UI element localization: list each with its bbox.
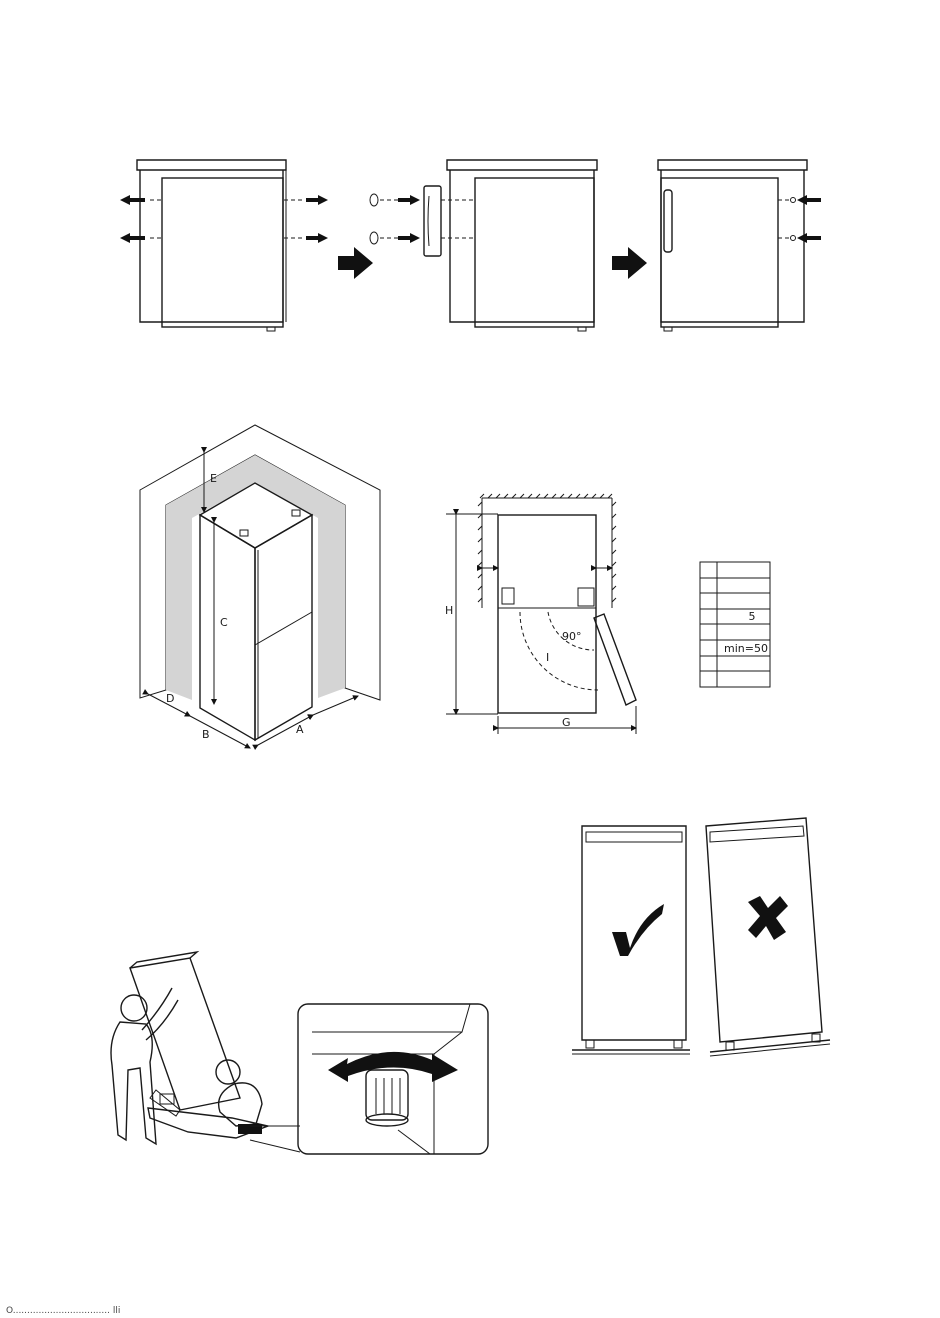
door-handle	[664, 190, 672, 252]
arrow-out-icon	[120, 195, 145, 205]
door-handle	[424, 186, 441, 256]
dim-label-a: A	[296, 723, 304, 736]
arrow-in-icon	[797, 195, 821, 205]
dim-label-d: D	[166, 692, 174, 705]
level-correct	[572, 826, 690, 1054]
dim-label-g: G	[562, 716, 571, 729]
check-icon	[612, 904, 664, 956]
dim-label-e: E	[210, 472, 217, 485]
arrow-in-icon	[306, 195, 328, 205]
arrow-in-icon	[797, 233, 821, 243]
dim-label-b: B	[202, 728, 210, 741]
handle-reversal-panel	[120, 160, 821, 331]
fridge-iso	[200, 483, 312, 740]
foot-adjuster-zoom	[298, 1004, 488, 1154]
rotate-arrow-icon	[328, 1052, 458, 1082]
adjustable-foot	[366, 1070, 408, 1120]
dim-label-i: I	[546, 651, 549, 664]
arrow-in-icon	[398, 233, 420, 243]
arrow-out-icon	[120, 233, 145, 243]
dim-label-c: C	[220, 616, 228, 629]
next-step-arrow-icon	[338, 247, 373, 279]
door-swing-plan: 90° I H G	[445, 494, 636, 734]
fridge-step-1	[120, 160, 328, 331]
leveling-panel	[111, 818, 830, 1154]
fridge-step-3	[658, 160, 821, 331]
level-wrong	[706, 818, 830, 1056]
table-value: 5	[749, 610, 756, 623]
person-standing	[111, 988, 178, 1144]
angle-label: 90°	[562, 630, 582, 643]
clearance-panel: E C D B A 90° I	[140, 425, 770, 748]
dimension-table: 5 min=50	[700, 562, 770, 687]
table-value: min=50	[724, 642, 768, 655]
next-step-arrow-icon	[612, 247, 647, 279]
arrow-in-icon	[306, 233, 328, 243]
cross-icon	[748, 896, 788, 940]
page-footer: O.................................. lli	[6, 1306, 120, 1316]
dim-label-h: H	[445, 604, 453, 617]
arrow-in-icon	[398, 195, 420, 205]
fridge-step-2	[370, 160, 597, 331]
